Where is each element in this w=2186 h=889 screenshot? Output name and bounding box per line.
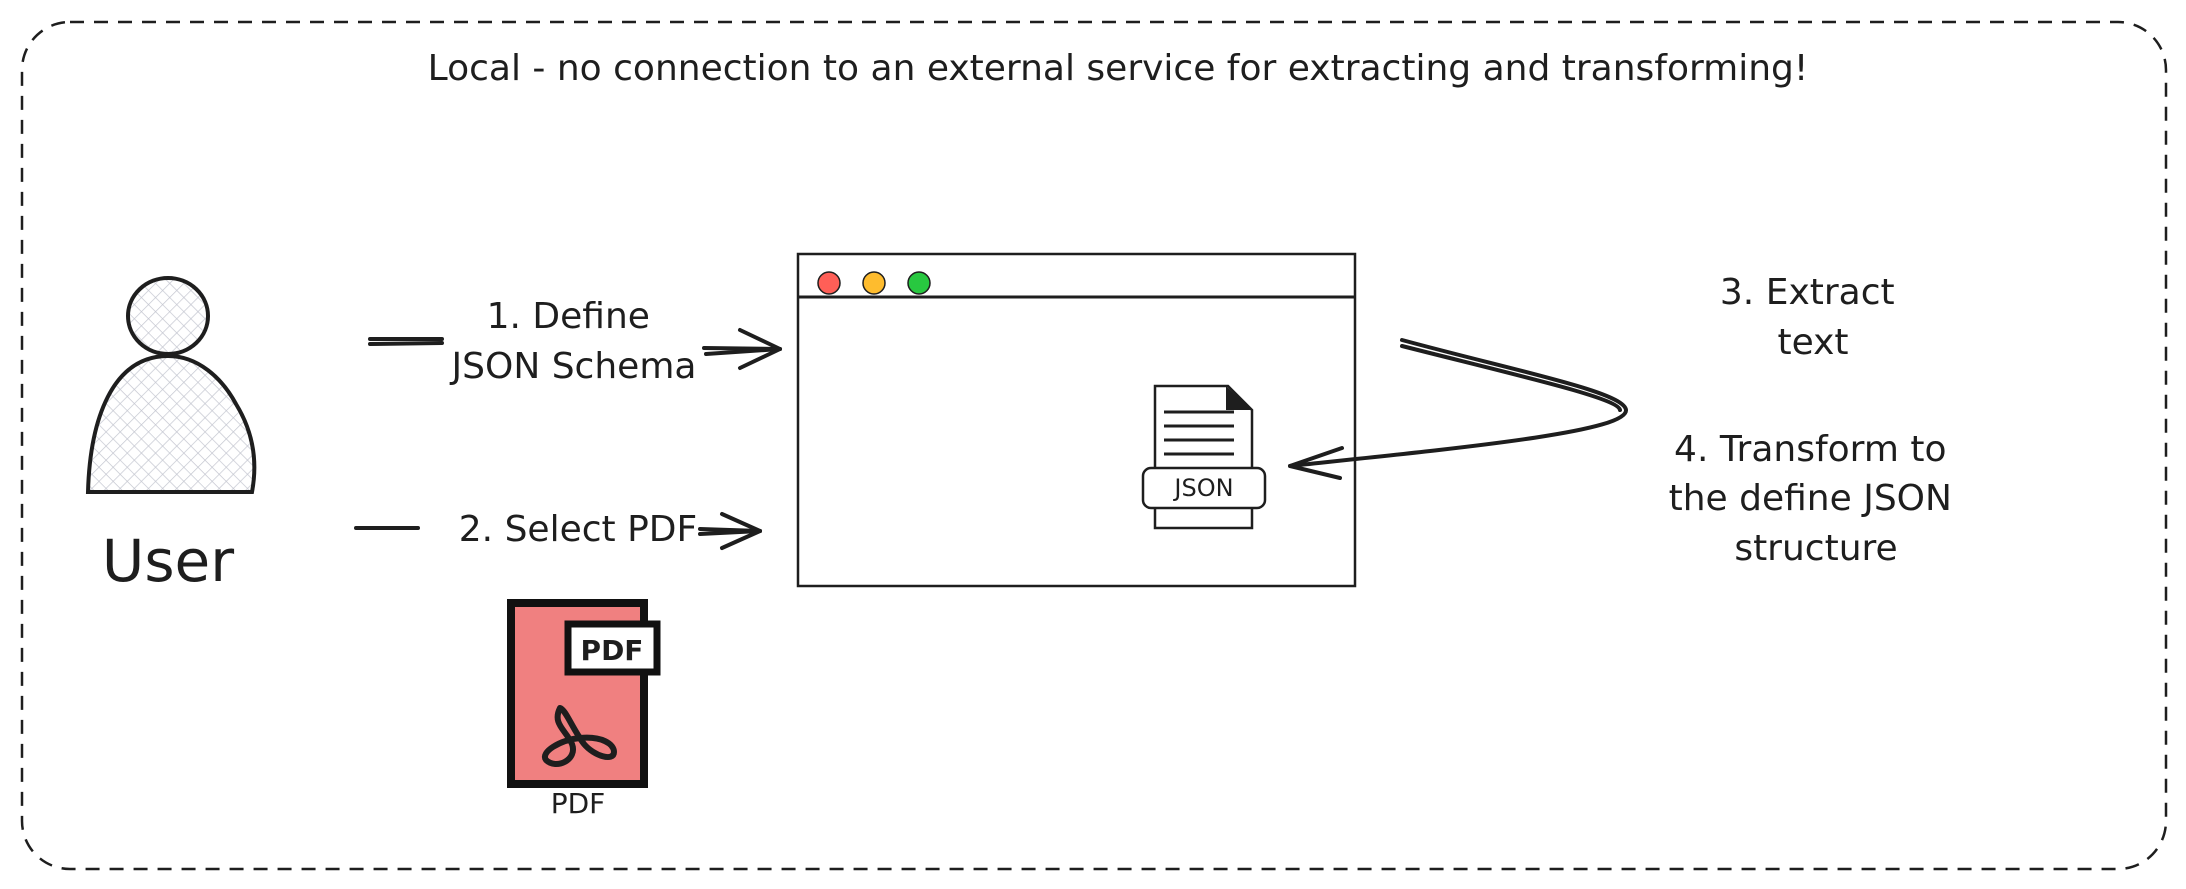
window-minimize-dot [862, 271, 886, 295]
step-extract-line1: 3. Extract [1720, 272, 1895, 313]
pdf-file-icon: PDF [507, 599, 661, 788]
json-document-icon: JSON [1141, 384, 1267, 530]
pdf-caption: PDF [551, 787, 606, 820]
step-transform-line3: structure [1734, 528, 1897, 569]
step-define-line2: JSON Schema [450, 346, 697, 387]
define-schema-arrow [368, 328, 782, 370]
app-window: JSON [796, 252, 1357, 588]
step-extract-line2: text [1777, 322, 1848, 363]
acrobat-icon [542, 705, 617, 767]
local-boundary [20, 20, 2168, 871]
step-select-label: 2. Select PDF [459, 509, 697, 550]
step-transform-label: 4. Transform to the define JSON structur… [1669, 429, 1964, 569]
pdf-badge-text: PDF [581, 634, 644, 667]
json-label: JSON [1172, 474, 1233, 502]
step-define-line1: 1. Define [487, 296, 650, 337]
extract-transform-arrow [1288, 338, 1628, 480]
window-close-dot [817, 271, 841, 295]
step-define-label: 1. Define JSON Schema [450, 296, 697, 387]
step-extract-label: 3. Extract text [1720, 272, 1906, 363]
step-transform-line1: 4. Transform to [1674, 429, 1946, 470]
step-transform-line2: the define JSON [1669, 478, 1952, 519]
user-icon [85, 276, 257, 494]
diagram-title: Local - no connection to an external ser… [428, 48, 1809, 89]
select-pdf-arrow [354, 512, 762, 550]
window-maximize-dot [907, 271, 931, 295]
user-label: User [102, 527, 234, 595]
